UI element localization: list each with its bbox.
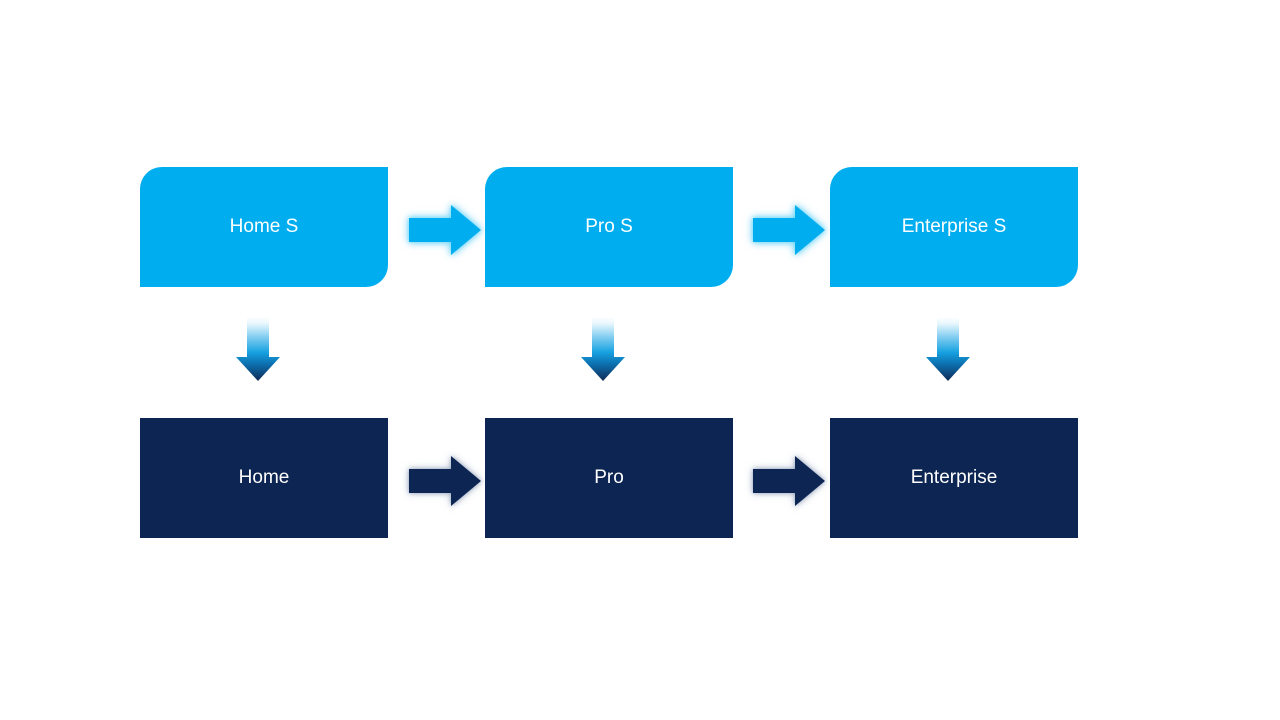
bottom-box-home: Home [140, 418, 388, 538]
bottom-box-pro: Pro [485, 418, 733, 538]
top-box-label: Enterprise S [901, 215, 1007, 237]
top-box-enterprise-s: Enterprise S [830, 167, 1078, 287]
bottom-box-enterprise: Enterprise [830, 418, 1078, 538]
bottom-box-label: Home [238, 466, 290, 488]
down-arrow-icon [236, 317, 280, 381]
top-box-label: Pro S [585, 215, 633, 237]
right-arrow-icon [753, 456, 825, 506]
down-arrow-icon [581, 317, 625, 381]
right-arrow-icon [753, 205, 825, 255]
top-box-home-s: Home S [140, 167, 388, 287]
top-box-label: Home S [229, 215, 299, 237]
bottom-box-label: Enterprise [910, 466, 998, 488]
bottom-box-label: Pro [594, 466, 624, 488]
down-arrow-icon [926, 317, 970, 381]
right-arrow-icon [409, 456, 481, 506]
right-arrow-icon [409, 205, 481, 255]
top-box-pro-s: Pro S [485, 167, 733, 287]
